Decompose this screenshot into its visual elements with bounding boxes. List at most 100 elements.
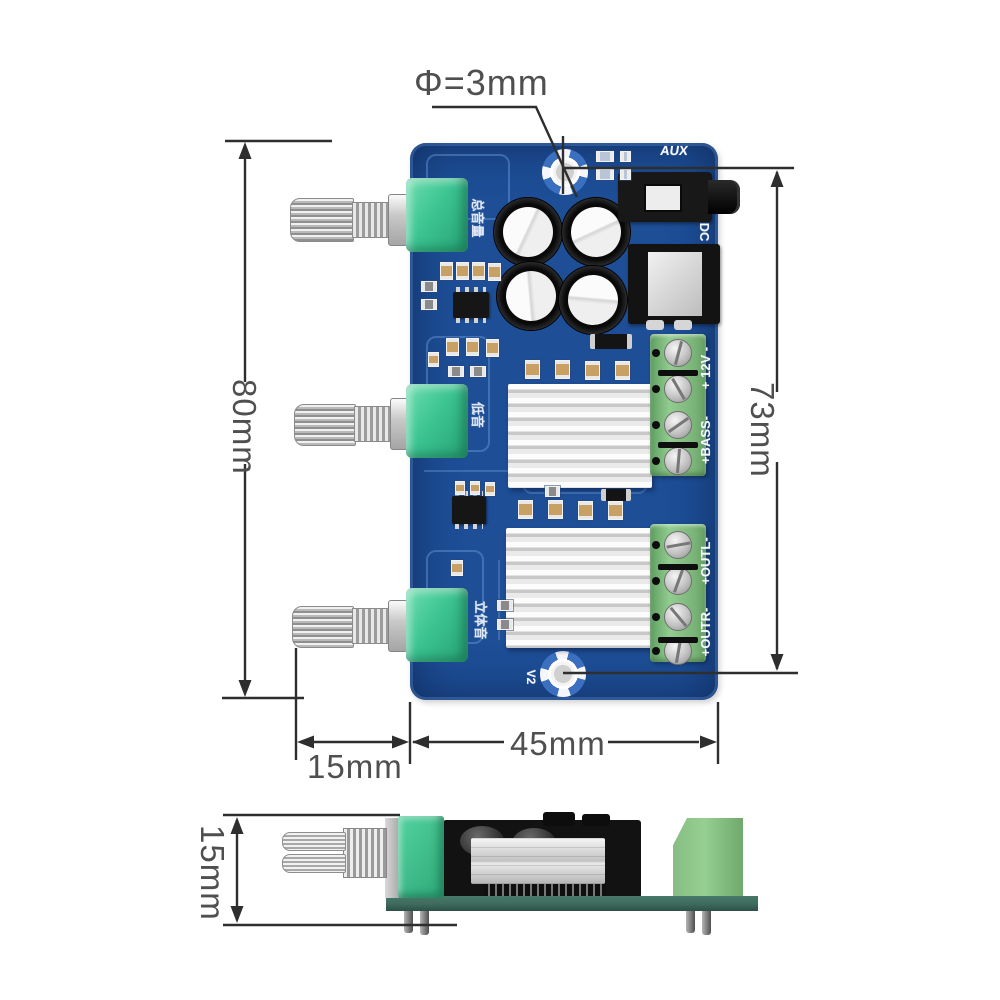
smd-component xyxy=(578,501,593,520)
smd-component xyxy=(451,560,463,576)
smd-component xyxy=(448,366,464,377)
volume-pot-shaft xyxy=(290,198,354,242)
smd-diode xyxy=(590,334,632,349)
wire-hole xyxy=(652,541,660,549)
smd-component xyxy=(518,500,533,519)
screw-terminal xyxy=(664,447,692,475)
dim-73mm-lines xyxy=(563,166,798,675)
electrolytic-capacitor xyxy=(496,261,566,331)
side-view-capacitor xyxy=(582,814,610,826)
dim-80mm-lines xyxy=(222,139,332,700)
dim-15mm-side-lines xyxy=(223,813,457,927)
screw-terminal xyxy=(664,411,692,439)
smd-component xyxy=(497,619,513,630)
wire-hole xyxy=(652,349,660,357)
smd-diode xyxy=(601,489,631,501)
wire-hole xyxy=(652,577,660,585)
side-view-pcb-edge xyxy=(386,896,758,911)
terminal-divider xyxy=(658,564,698,570)
bass-pot-body xyxy=(406,384,468,458)
screw-terminal xyxy=(664,375,692,403)
smd-component xyxy=(596,169,614,180)
side-view-pot-plate xyxy=(385,818,399,898)
side-view-capacitor xyxy=(543,812,575,826)
hole-callout-lines xyxy=(432,105,579,198)
smd-component xyxy=(525,360,540,379)
smd-component xyxy=(486,339,499,357)
smd-component xyxy=(596,151,614,162)
wire-hole xyxy=(652,421,660,429)
smd-component xyxy=(545,486,560,497)
side-view-solder-pin xyxy=(404,911,413,933)
terminal-divider xyxy=(658,370,698,376)
side-height-label: 15mm xyxy=(194,825,231,921)
stereo-pot-shaft xyxy=(292,606,354,648)
aux-jack-inner xyxy=(644,184,682,212)
board-height-label: 80mm xyxy=(226,379,263,475)
aux-jack-barrel xyxy=(708,180,740,214)
smd-component xyxy=(421,281,437,292)
terminal-divider xyxy=(658,442,698,448)
volume-pot-body xyxy=(406,178,468,252)
side-view-pin-header xyxy=(484,884,606,898)
smd-component xyxy=(466,338,479,356)
side-view-solder-pin xyxy=(686,911,695,933)
board-width-label: 45mm xyxy=(510,725,606,762)
dim-15mm-shaft-lines xyxy=(294,648,412,764)
wire-hole xyxy=(652,647,660,655)
smd-component xyxy=(470,366,486,377)
smd-component xyxy=(421,299,437,310)
heatsink-upper xyxy=(508,384,652,488)
smd-component xyxy=(440,262,453,280)
smd-component xyxy=(446,338,459,356)
soic-opamp-chip xyxy=(452,491,486,529)
pcb-height-label: 73mm xyxy=(744,382,781,478)
smd-component xyxy=(608,501,623,520)
side-view-solder-pin xyxy=(420,911,429,935)
solder-pad xyxy=(674,320,692,330)
dc-jack-inner xyxy=(648,252,702,316)
smd-component xyxy=(585,361,600,380)
smd-component xyxy=(428,352,439,367)
heatsink-lower xyxy=(506,528,654,648)
smd-component xyxy=(620,169,631,180)
wire-hole xyxy=(652,613,660,621)
smd-component xyxy=(485,482,495,496)
electrolytic-capacitor xyxy=(494,198,562,266)
screw-terminal xyxy=(664,531,692,559)
smd-component xyxy=(548,500,563,519)
side-view-heatsink xyxy=(471,838,605,884)
smd-component xyxy=(615,361,630,380)
side-view-pot-shaft-prong xyxy=(282,832,346,851)
screw-terminal xyxy=(664,603,692,631)
screw-terminal xyxy=(664,339,692,367)
side-view-pot-body xyxy=(398,816,444,898)
stereo-pot-body xyxy=(406,588,468,662)
smd-component xyxy=(497,600,513,611)
shaft-length-label: 15mm xyxy=(307,748,403,785)
smd-component xyxy=(456,262,469,280)
solder-pad xyxy=(646,320,664,330)
smd-component xyxy=(620,151,631,162)
side-view-pot-bushing xyxy=(343,828,387,878)
electrolytic-capacitor xyxy=(559,266,627,334)
smd-component xyxy=(488,263,501,281)
wire-hole xyxy=(652,457,660,465)
smd-component xyxy=(455,481,465,495)
dim-45mm-lines xyxy=(412,702,720,764)
side-view-pot-shaft-prong xyxy=(282,854,346,873)
bass-pot-bushing xyxy=(354,406,394,442)
soic-opamp-chip xyxy=(453,287,489,323)
side-view-solder-pin xyxy=(702,911,711,935)
smd-component xyxy=(470,481,480,495)
output-terminal-block xyxy=(650,524,706,665)
hole-diameter-label: Φ=3mm xyxy=(414,62,549,103)
capacitor-top xyxy=(503,207,553,257)
smd-component xyxy=(555,360,570,379)
wire-hole xyxy=(652,385,660,393)
terminal-divider xyxy=(658,637,698,643)
side-view-terminal-block xyxy=(673,818,743,898)
smd-component xyxy=(472,262,485,280)
